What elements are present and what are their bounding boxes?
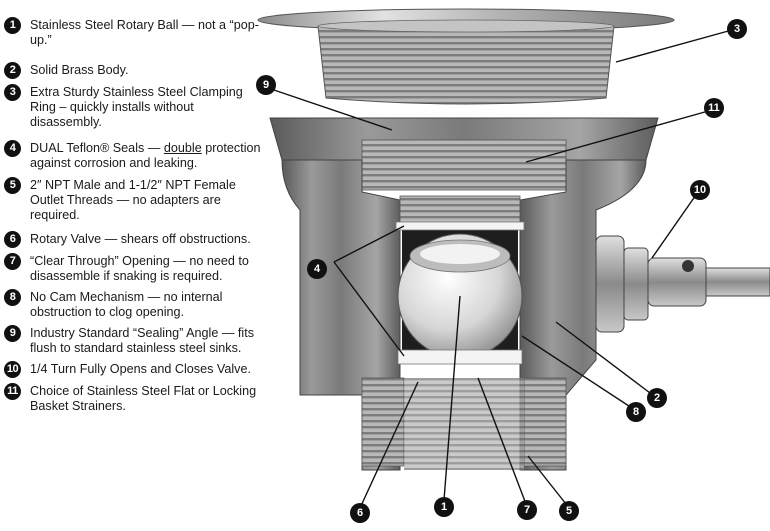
legend-text: Rotary Valve — shears off obstructions. <box>30 232 251 246</box>
svg-text:2: 2 <box>654 392 660 404</box>
number-badge-icon: 11 <box>4 383 21 400</box>
callout-1: 1 <box>434 497 454 517</box>
callout-lines <box>267 29 733 509</box>
legend-item: 11 Choice of Stainless Steel Flat or Loc… <box>4 383 266 414</box>
number-badge-icon: 9 <box>4 325 21 342</box>
svg-text:1: 1 <box>441 501 447 513</box>
lower-teflon-seal <box>397 349 523 365</box>
number-badge-icon: 3 <box>4 84 21 101</box>
quarter-turn-handle <box>595 235 770 333</box>
legend-text: Extra Sturdy Stainless Steel Clamping Ri… <box>30 85 243 129</box>
upper-seal-sleeve <box>399 195 521 225</box>
svg-text:4: 4 <box>314 263 321 275</box>
legend-item: 9 Industry Standard “Sealing” Angle — fi… <box>4 325 266 356</box>
legend-item: 2 Solid Brass Body. <box>4 62 266 79</box>
number-badge-icon: 7 <box>4 253 21 270</box>
svg-text:10: 10 <box>694 184 706 196</box>
legend-text: DUAL Teflon® Seals — double protection a… <box>30 141 261 170</box>
legend-item: 8 No Cam Mechanism — no internal obstruc… <box>4 289 266 320</box>
upper-teflon-seal <box>395 221 525 231</box>
callout-7: 7 <box>517 500 537 520</box>
legend-item: 4 DUAL Teflon® Seals — double protection… <box>4 140 266 171</box>
callout-2: 2 <box>647 388 667 408</box>
legend-text: Solid Brass Body. <box>30 63 129 77</box>
legend-text: 1/4 Turn Fully Opens and Closes Valve. <box>30 362 251 376</box>
legend-item: 6 Rotary Valve — shears off obstructions… <box>4 231 266 248</box>
legend-item: 5 2″ NPT Male and 1-1/2″ NPT Female Outl… <box>4 177 266 223</box>
callout-8: 8 <box>626 402 646 422</box>
svg-text:3: 3 <box>734 23 740 35</box>
legend-text: Industry Standard “Sealing” Angle — fits… <box>30 326 255 355</box>
clamping-ring <box>257 8 675 105</box>
svg-text:11: 11 <box>708 102 720 114</box>
number-badge-icon: 1 <box>4 17 21 34</box>
callout-badges: 3 9 11 10 4 2 8 6 1 7 5 <box>256 19 747 523</box>
svg-text:5: 5 <box>566 505 572 517</box>
svg-text:9: 9 <box>263 79 269 91</box>
legend-item: 7 “Clear Through” Opening — no need to d… <box>4 253 266 284</box>
legend-text: Choice of Stainless Steel Flat or Lockin… <box>30 384 257 413</box>
callout-4: 4 <box>307 259 327 279</box>
number-badge-icon: 6 <box>4 231 21 248</box>
callout-11: 11 <box>704 98 724 118</box>
callout-9: 9 <box>256 75 276 95</box>
feature-legend: 1 Stainless Steel Rotary Ball — not a “p… <box>4 17 266 414</box>
number-badge-icon: 5 <box>4 177 21 194</box>
callout-6: 6 <box>350 503 370 523</box>
callout-5: 5 <box>559 501 579 521</box>
brass-body <box>269 117 659 471</box>
svg-text:6: 6 <box>357 507 363 519</box>
legend-text: 2″ NPT Male and 1-1/2″ NPT Female Outlet… <box>30 178 236 222</box>
legend-item: 3 Extra Sturdy Stainless Steel Clamping … <box>4 84 266 130</box>
svg-text:8: 8 <box>633 406 639 418</box>
number-badge-icon: 2 <box>4 62 21 79</box>
legend-item: 1 Stainless Steel Rotary Ball — not a “p… <box>4 17 266 48</box>
number-badge-icon: 8 <box>4 289 21 306</box>
legend-text: Stainless Steel Rotary Ball — not a “pop… <box>30 18 259 47</box>
legend-text: No Cam Mechanism — no internal obstructi… <box>30 290 223 319</box>
svg-text:7: 7 <box>524 504 530 516</box>
legend-item: 10 1/4 Turn Fully Opens and Closes Valve… <box>4 361 266 378</box>
number-badge-icon: 4 <box>4 140 21 157</box>
number-badge-icon: 10 <box>4 361 21 378</box>
legend-text: “Clear Through” Opening — no need to dis… <box>30 254 249 283</box>
callout-10: 10 <box>690 180 710 200</box>
callout-3: 3 <box>727 19 747 39</box>
